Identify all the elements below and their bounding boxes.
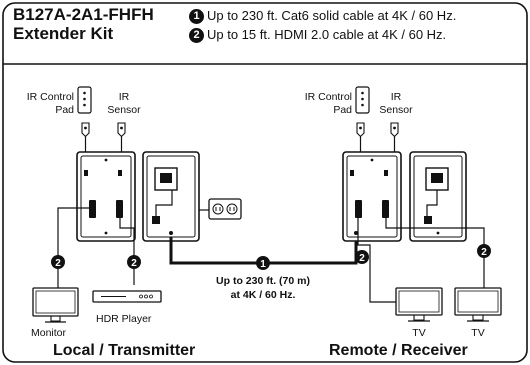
- tx-ir-sensor-label-2: Sensor: [107, 104, 141, 116]
- tx-ir-control-label-1: IR Control: [26, 91, 74, 103]
- tx-rj45-wall-plate: [142, 151, 200, 242]
- monitor-label: Monitor: [31, 327, 67, 339]
- ir-control-pad-icon-tx: [77, 86, 92, 114]
- svg-text:2: 2: [359, 253, 365, 264]
- tv1-label: TV: [412, 327, 426, 339]
- marker-2-hdr-player: 2: [127, 255, 141, 269]
- power-outlet-icon: [208, 198, 242, 220]
- hdr-player-icon: [92, 290, 162, 303]
- ir-control-pad-icon-rx: [355, 86, 370, 114]
- model-number: B127A-2A1-FHFH: [13, 5, 154, 24]
- tv-icon-1: [395, 287, 443, 322]
- spec-text-2: Up to 15 ft. HDMI 2.0 cable at 4K / 60 H…: [207, 27, 447, 42]
- marker-2-tv2: 2: [477, 244, 491, 258]
- rx-ir-sensor-label-1: IR: [390, 91, 402, 103]
- distance-line-2: at 4K / 60 Hz.: [230, 289, 296, 301]
- svg-text:1: 1: [260, 259, 266, 270]
- marker-2-tv1: 2: [355, 250, 369, 264]
- transmitter-title: Local / Transmitter: [53, 342, 196, 359]
- rx-internal-cable: [426, 190, 438, 216]
- rx-rj45-wall-plate: [409, 151, 467, 242]
- hdr-player-label: HDR Player: [96, 313, 152, 325]
- kit-name: Extender Kit: [13, 24, 114, 43]
- tx-ir-sensor-label-1: IR: [118, 91, 130, 103]
- hdr-player-hdmi-cable: [119, 218, 135, 285]
- svg-text:2: 2: [55, 258, 61, 269]
- distance-line-1: Up to 230 ft. (70 m): [216, 275, 310, 287]
- rx-ir-control-label-1: IR Control: [304, 91, 352, 103]
- svg-text:2: 2: [131, 258, 137, 269]
- marker-1-cat6: 1: [256, 256, 270, 270]
- spec-marker-2: 2: [189, 28, 204, 43]
- spec-marker-1: 1: [189, 9, 204, 24]
- marker-2-monitor: 2: [51, 255, 65, 269]
- tv-icon-2: [454, 287, 502, 322]
- tv1-hdmi-cable: [357, 218, 396, 303]
- monitor-hdmi-cable: [57, 207, 93, 288]
- tx-ir-control-label-2: Pad: [55, 104, 74, 116]
- tv2-label: TV: [471, 327, 485, 339]
- rx-ir-sensor-label-2: Sensor: [379, 104, 413, 116]
- svg-text:2: 2: [481, 247, 487, 258]
- tv2-hdmi-cable: [385, 218, 485, 288]
- tx-internal-cable: [155, 190, 173, 216]
- monitor-icon: [32, 287, 79, 323]
- spec-text-1: Up to 230 ft. Cat6 solid cable at 4K / 6…: [207, 8, 457, 23]
- rx-ir-control-label-2: Pad: [333, 104, 352, 116]
- receiver-title: Remote / Receiver: [329, 342, 468, 359]
